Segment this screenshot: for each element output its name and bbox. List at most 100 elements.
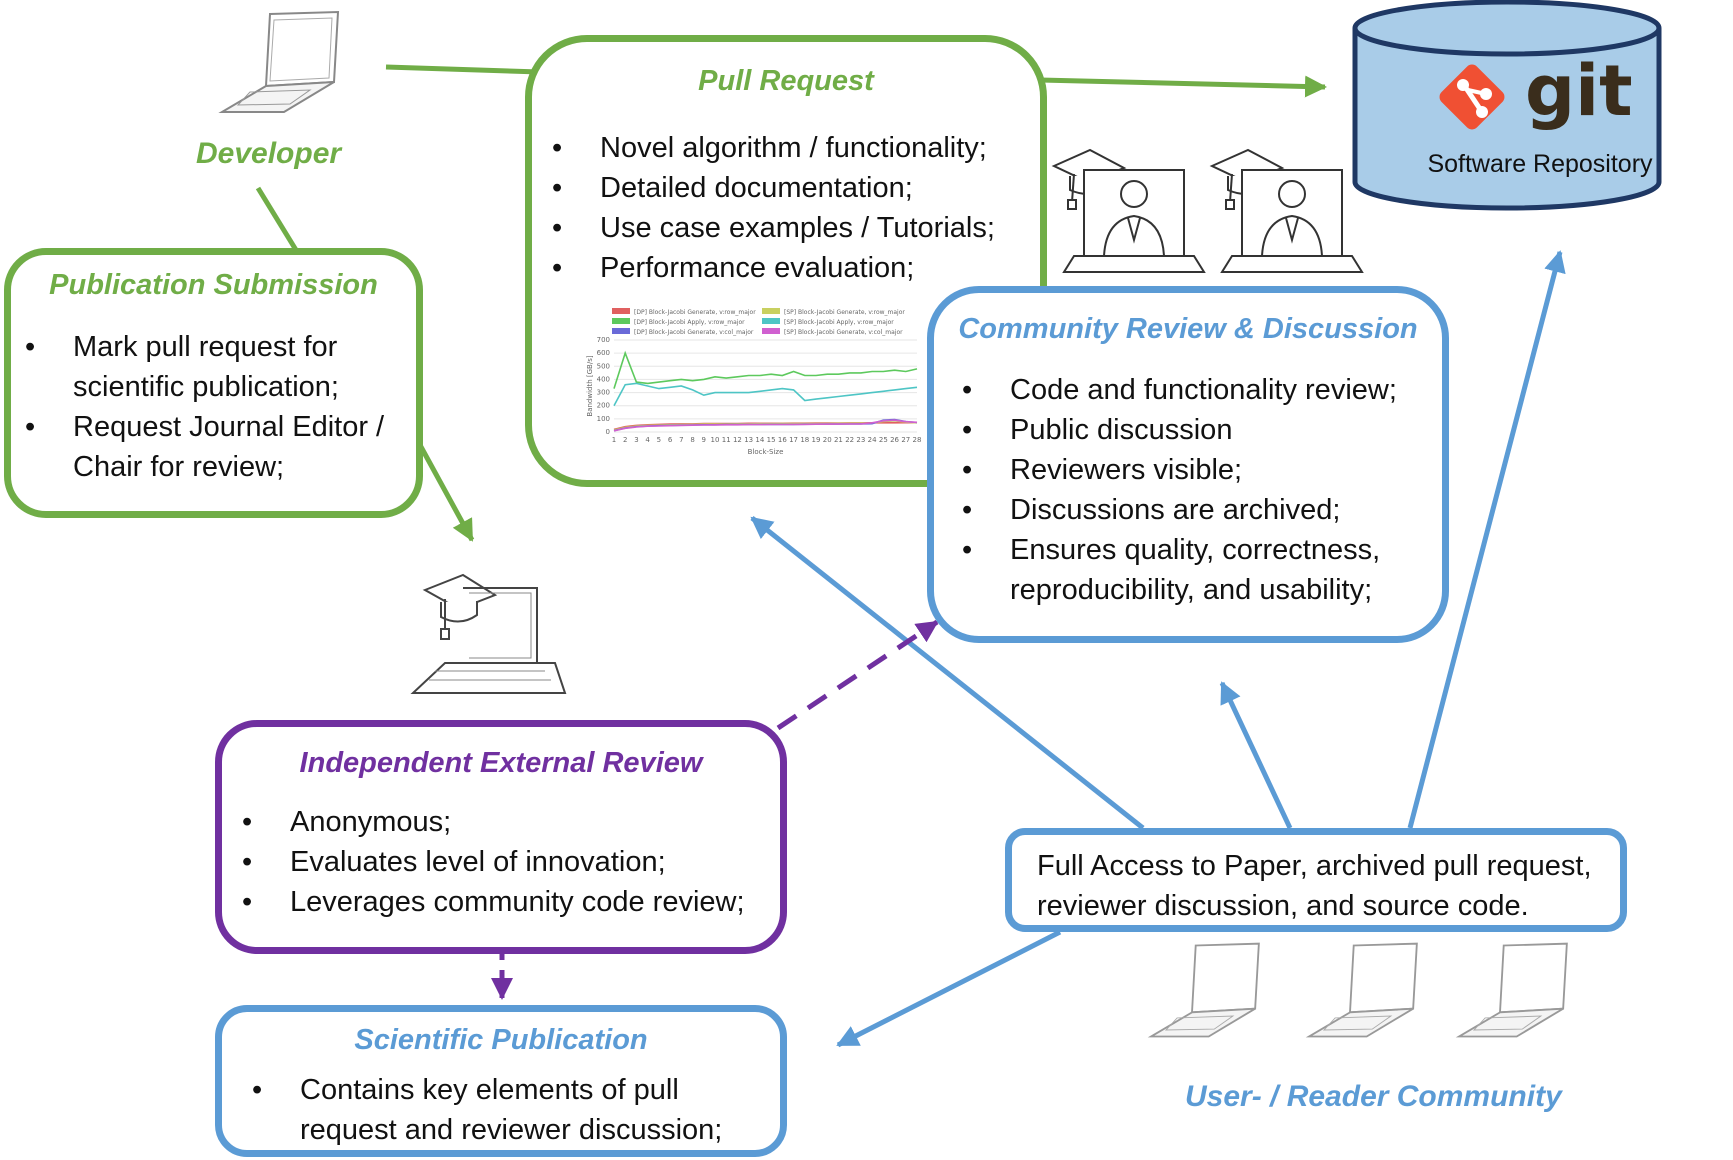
chart-y-tick-label: 200	[597, 402, 610, 410]
repository-label: Software Repository	[1427, 150, 1653, 178]
list-item: Anonymous;	[242, 802, 782, 842]
list-item: Discussions are archived;	[962, 490, 1432, 530]
chart-legend-swatch	[762, 308, 780, 314]
chart-y-tick-label: 500	[597, 362, 610, 370]
chart-series-line	[613, 419, 918, 432]
list-item: Novel algorithm / functionality;	[552, 128, 995, 168]
chart-legend-swatch	[612, 328, 630, 334]
external-review-title: Independent External Review	[299, 747, 703, 779]
publication-submission-title: Publication Submission	[49, 269, 378, 301]
git-logo-text: git	[1525, 50, 1633, 132]
external-review-list: Anonymous; Evaluates level of innovation…	[242, 802, 782, 922]
community-laptop-icon	[1455, 942, 1568, 1038]
chart-x-tick-label: 18	[800, 436, 809, 444]
chart-x-tick-label: 8	[690, 436, 694, 444]
access-to-pr-arrow	[750, 516, 1145, 830]
chart-x-tick-label: 26	[890, 436, 899, 444]
scientific-publication-list: Contains key elements of pull request an…	[252, 1070, 752, 1150]
chart-x-tick-label: 19	[812, 436, 821, 444]
submission-to-review-arrow	[417, 443, 475, 542]
chart-x-tick-label: 22	[845, 436, 854, 444]
chart-y-tick-label: 0	[606, 428, 610, 436]
chart-legend-label: [DP] Block-Jacobi Generate, v:col_major	[634, 329, 754, 336]
list-item: Reviewers visible;	[962, 450, 1432, 490]
full-access-text: Full Access to Paper, archived pull requ…	[1037, 850, 1592, 922]
community-reviewer-icon	[1209, 148, 1364, 273]
access-to-community-review-arrow	[1219, 681, 1293, 830]
chart-x-tick-label: 27	[901, 436, 910, 444]
chart-x-tick-label: 12	[733, 436, 742, 444]
access-to-publication-arrow	[836, 929, 1062, 1048]
chart-x-tick-label: 17	[789, 436, 798, 444]
software-repository: git Software Repository	[1352, 0, 1662, 211]
external-review-box: Independent External Review Anonymous; E…	[215, 720, 787, 954]
chart-series-line	[613, 382, 918, 407]
community-laptop-icon	[1147, 942, 1260, 1038]
list-item: Use case examples / Tutorials;	[552, 208, 995, 248]
chart-y-tick-label: 300	[597, 389, 610, 397]
chart-legend-label: [DP] Block-Jacobi Generate, v:row_major	[634, 309, 756, 316]
publication-submission-list: Mark pull request for scientific publica…	[25, 327, 395, 487]
developer-to-pr-line	[385, 64, 541, 75]
pr-to-repo-arrow	[1039, 75, 1327, 98]
list-item: Contains key elements of pull request an…	[252, 1070, 752, 1150]
chart-y-tick-label: 600	[597, 349, 610, 357]
scientific-publication-title: Scientific Publication	[354, 1024, 648, 1056]
list-item: Request Journal Editor / Chair for revie…	[25, 407, 395, 487]
developer-laptop-icon	[218, 10, 340, 113]
chart-x-tick-label: 14	[755, 436, 764, 444]
list-item: Mark pull request for scientific publica…	[25, 327, 395, 407]
list-item: Performance evaluation;	[552, 248, 995, 288]
chart-x-tick-label: 3	[634, 436, 638, 444]
chart-y-axis-label: Bandwidth [GB/s]	[586, 355, 594, 416]
list-item: Public discussion	[962, 410, 1432, 450]
chart-x-tick-label: 28	[913, 436, 922, 444]
community-review-box: Community Review & Discussion Code and f…	[927, 286, 1449, 643]
list-item: Evaluates level of innovation;	[242, 842, 782, 882]
chart-legend-swatch	[612, 308, 630, 314]
chart-x-axis-label: Block-Size	[748, 448, 784, 456]
chart-x-tick-label: 9	[702, 436, 706, 444]
list-item: Detailed documentation;	[552, 168, 995, 208]
community-review-title: Community Review & Discussion	[958, 313, 1418, 345]
external-reviewer-icon	[410, 573, 567, 694]
developer-to-submission-line	[255, 186, 299, 252]
list-item: Ensures quality, correctness, reproducib…	[962, 530, 1432, 610]
community-reviewer-icon	[1051, 148, 1206, 273]
pull-request-title: Pull Request	[698, 65, 874, 97]
chart-x-tick-label: 20	[823, 436, 832, 444]
chart-legend-label: [SP] Block-Jacobi Generate, v:row_major	[784, 309, 905, 316]
chart-legend-swatch	[762, 318, 780, 324]
chart-y-tick-label: 100	[597, 415, 610, 423]
chart-y-tick-label: 700	[597, 336, 610, 344]
chart-y-tick-label: 400	[597, 375, 610, 383]
chart-x-tick-label: 24	[868, 436, 877, 444]
chart-x-tick-label: 21	[834, 436, 843, 444]
chart-x-tick-label: 4	[645, 436, 650, 444]
community-review-list: Code and functionality review; Public di…	[962, 370, 1432, 610]
chart-x-tick-label: 23	[856, 436, 865, 444]
chart-x-tick-label: 6	[668, 436, 673, 444]
chart-x-tick-label: 15	[767, 436, 776, 444]
chart-x-tick-label: 11	[722, 436, 731, 444]
publication-submission-box: Publication Submission Mark pull request…	[4, 248, 423, 518]
community-laptop-icon	[1305, 942, 1418, 1038]
list-item: Leverages community code review;	[242, 882, 782, 922]
chart-series-line	[613, 350, 918, 389]
developer-label: Developer	[196, 137, 342, 170]
chart-x-tick-label: 25	[879, 436, 888, 444]
list-item: Code and functionality review;	[962, 370, 1432, 410]
external-to-community-dashed-arrow	[776, 619, 939, 731]
chart-x-tick-label: 5	[657, 436, 661, 444]
chart-legend-swatch	[762, 328, 780, 334]
git-logo-icon	[1439, 64, 1505, 130]
chart-x-tick-label: 7	[679, 436, 683, 444]
full-access-box: Full Access to Paper, archived pull requ…	[1005, 828, 1627, 932]
connectors	[255, 64, 1566, 1048]
chart-x-tick-label: 10	[711, 436, 720, 444]
pull-request-list: Novel algorithm / functionality; Detaile…	[552, 128, 995, 288]
scientific-publication-box: Scientific Publication Contains key elem…	[215, 1005, 787, 1157]
chart-legend-swatch	[612, 318, 630, 324]
